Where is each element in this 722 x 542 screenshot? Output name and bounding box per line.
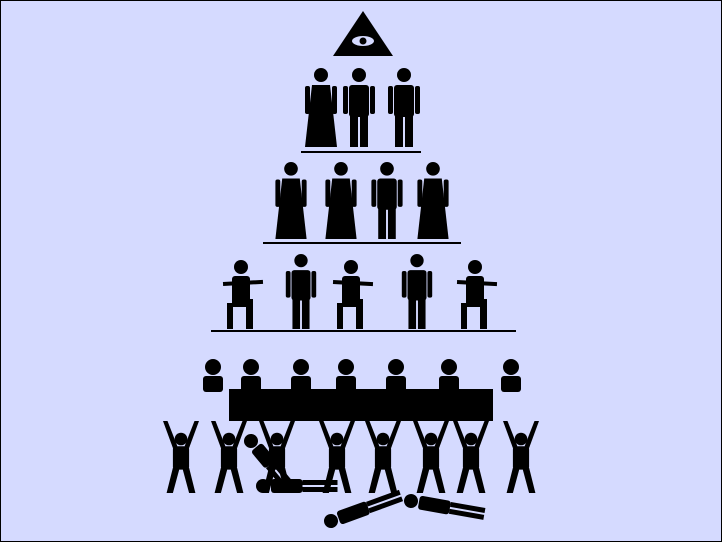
figure-priest [325,161,357,239]
figure-worker [365,421,401,493]
figure-monk [371,161,403,239]
figure-worker [503,421,539,493]
figure-king [343,68,375,147]
figure-soldier-with-rifle [285,253,317,329]
all-seeing-eye-pyramid-icon [333,11,393,56]
figure-diner [439,359,459,392]
figure-diner [336,359,356,392]
figure-mortar-soldier [332,260,374,329]
banquet-table [229,389,493,421]
figure-fallen-worker [404,494,486,520]
figure-worker [163,421,199,493]
figure-kneeling-rifleman [456,260,498,329]
figure-capitalist [388,68,420,147]
figure-fallen-worker [324,489,404,528]
figure-diner [203,359,223,392]
tier-divider [301,151,421,153]
figure-pope [417,161,449,239]
figure-diner [241,359,261,392]
figure-diner [501,359,521,392]
figure-diner [386,359,406,392]
tier-divider [211,330,516,332]
figure-worker [211,421,247,493]
figure-worker [413,421,449,493]
tier-divider [263,242,461,244]
figure-nun [275,161,307,239]
figure-worker [453,421,489,493]
figure-kneeling-rifleman [222,260,264,329]
figure-fallen-worker [244,434,292,488]
figure-queen [305,68,337,147]
figure-diner [291,359,311,392]
figure-officer [401,253,433,329]
